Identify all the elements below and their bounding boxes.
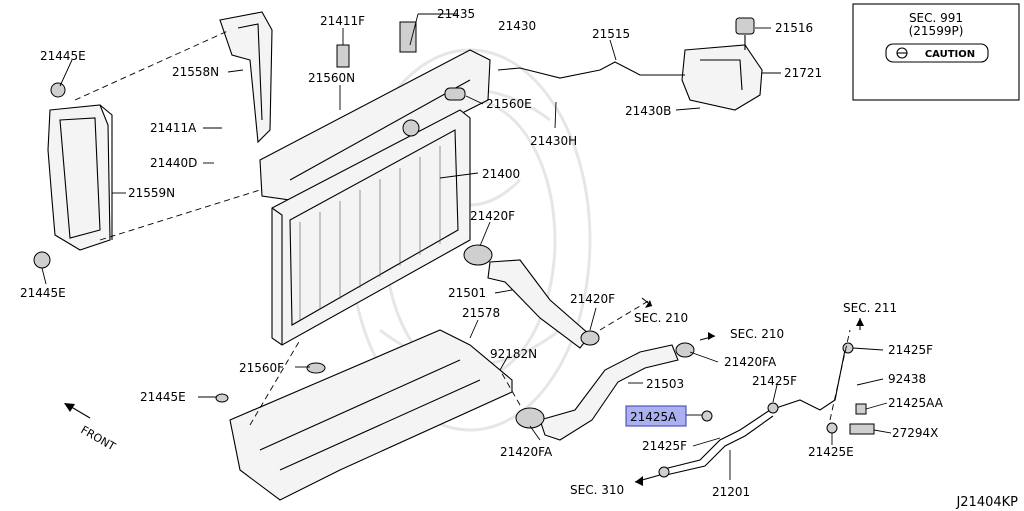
reservoir-hose [497, 61, 685, 79]
mount-rubber-icon [306, 362, 326, 374]
part-label-92182N: 92182N [490, 347, 537, 361]
leader-lines [41, 13, 892, 480]
section-ref-sec-310: SEC. 310 [570, 483, 624, 497]
radiator-upper-mount [259, 21, 491, 201]
hose-clamp-icon [658, 466, 670, 478]
diagram-id: J21404KP [955, 495, 1018, 510]
drain-plug-icon [444, 87, 466, 101]
hose-clamp-icon [767, 402, 779, 414]
part-label-21420F: 21420F [570, 292, 615, 306]
part-label-21578: 21578 [462, 306, 500, 320]
bolt-icon [399, 21, 417, 53]
part-label-21435: 21435 [437, 7, 475, 21]
part-label-21425E: 21425E [808, 445, 854, 459]
bolt-icon [855, 403, 867, 415]
caption-part-label: (21599P) [909, 24, 964, 38]
hose-clamp-icon [580, 330, 600, 346]
bracket-icon [849, 423, 875, 435]
part-label-21445E: 21445E [140, 390, 186, 404]
caption-sec-label: SEC. 991 [909, 11, 963, 25]
part-label-21559N: 21559N [128, 186, 175, 200]
clip-icon [50, 82, 66, 98]
part-label-21411A: 21411A [150, 121, 197, 135]
part-label-21440D: 21440D [150, 156, 197, 170]
part-label-21445E: 21445E [40, 49, 86, 63]
clip-icon [215, 393, 229, 403]
part-label-21425F: 21425F [752, 374, 797, 388]
caution-caption-box: SEC. 991 (21599P) CAUTION [852, 3, 1020, 101]
part-label-21430B: 21430B [625, 104, 671, 118]
part-label-21420FA: 21420FA [500, 445, 553, 459]
front-label: FRONT [79, 423, 118, 453]
part-label-21400: 21400 [482, 167, 520, 181]
part-label-21560E: 21560E [486, 97, 532, 111]
part-label-21501: 21501 [448, 286, 486, 300]
reservoir-tank [681, 17, 763, 111]
part-label-21430H: 21430H [530, 134, 577, 148]
part-label-92438: 92438 [888, 372, 926, 386]
section-ref-sec-210: SEC. 210 [730, 327, 784, 341]
part-label-21420F: 21420F [470, 209, 515, 223]
upper-radiator-hose [487, 259, 591, 349]
radiator-cap-icon [402, 119, 420, 137]
part-label-21445E: 21445E [20, 286, 66, 300]
lower-radiator-hose [539, 344, 679, 441]
front-arrow-icon [64, 403, 75, 412]
part-label-21503: 21503 [646, 377, 684, 391]
radiator-core [271, 87, 471, 346]
part-label-21425A: 21425A [630, 410, 677, 424]
part-label-21721: 21721 [784, 66, 822, 80]
part-label-21425F: 21425F [642, 439, 687, 453]
part-label-21558N: 21558N [172, 65, 219, 79]
part-label-21420FA: 21420FA [724, 355, 777, 369]
part-label-21411F: 21411F [320, 14, 365, 28]
direction-arrows [64, 297, 864, 486]
air-guide-left [33, 82, 113, 269]
highlight-box [625, 405, 687, 427]
section-ref-sec-211: SEC. 211 [843, 301, 897, 315]
part-label-27294X: 27294X [892, 426, 938, 440]
bolt-icon [701, 410, 713, 422]
hose-clamp-icon [826, 422, 838, 434]
phantom-lines [74, 29, 851, 426]
hose-clamp-icon [463, 244, 493, 266]
radiator-undercover [215, 329, 513, 501]
part-label-21516: 21516 [775, 21, 813, 35]
hose-clamp-icon [515, 407, 545, 429]
caution-plate [885, 43, 989, 63]
part-labels: 21445E 21558N 21411A 21440D 21559N 21445… [20, 7, 1018, 510]
hose-clamp-icon [675, 342, 695, 358]
caution-label: CAUTION [925, 49, 975, 60]
part-label-21515: 21515 [592, 27, 630, 41]
reservoir-cap-icon [735, 17, 755, 35]
bolt-icon [336, 44, 350, 68]
clip-icon [33, 251, 51, 269]
part-label-21560F: 21560F [239, 361, 284, 375]
part-label-21560N: 21560N [308, 71, 355, 85]
hose-clamp-icon [842, 342, 854, 354]
part-label-21201: 21201 [712, 485, 750, 499]
section-ref-sec-210: SEC. 210 [634, 311, 688, 325]
air-guide-upper-bracket [219, 11, 273, 144]
part-label-21430: 21430 [498, 19, 536, 33]
part-label-21425F: 21425F [888, 343, 933, 357]
part-label-21425AA: 21425AA [888, 396, 944, 410]
